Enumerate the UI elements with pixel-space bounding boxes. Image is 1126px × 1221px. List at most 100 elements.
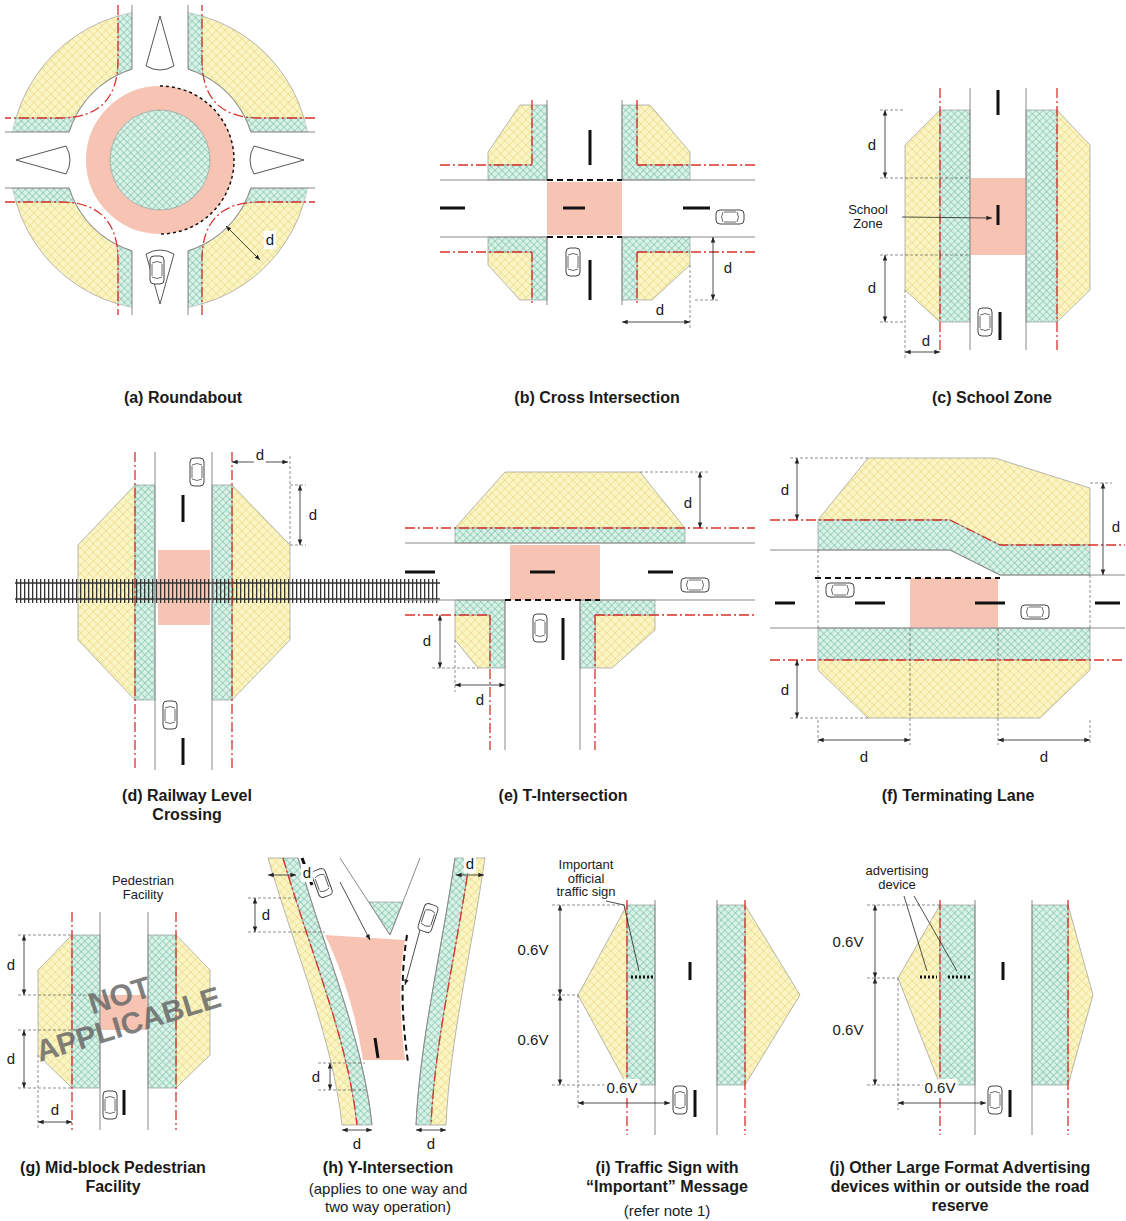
outside-reserve-zone: [637, 252, 690, 300]
dimension-label: d: [49, 1101, 61, 1119]
vehicle-or-island: [103, 1091, 117, 1119]
road-reserve-zone: [369, 902, 403, 935]
outside-reserve-zone: [10, 10, 310, 310]
road-reserve-zone: [940, 110, 970, 322]
road-reserve-zone: [455, 600, 505, 668]
carriageway-edge: [155, 452, 212, 770]
dimension-arrow: [342, 1130, 372, 1131]
road-reserve-zone: [580, 600, 655, 668]
vehicle-or-island: [202, 202, 315, 315]
road-reserve-boundary: [135, 452, 232, 770]
extension-line: [432, 640, 478, 692]
line-marking: [405, 572, 673, 660]
line-marking: [302, 858, 378, 1058]
panel-caption: (b) Cross Intersection: [467, 388, 727, 407]
road-graphic: [770, 458, 1125, 745]
dimension-label: d: [260, 906, 272, 924]
dimension-arrow: [268, 875, 296, 876]
outside-reserve-zone: [488, 252, 532, 300]
dimension-label: d: [858, 748, 870, 766]
vehicle-or-island: [190, 458, 204, 486]
dimension-label: d: [722, 259, 734, 277]
road-graphic: [904, 896, 957, 971]
panel-caption: (i) Traffic Sign with “Important” Messag…: [551, 1158, 783, 1196]
carriageway-edge: [970, 88, 1026, 350]
vehicle-or-island: [5, 202, 118, 315]
road-graphic: [0, 0, 320, 320]
outside-reserve-zone: [818, 660, 1090, 718]
conflict-area: [325, 935, 405, 1060]
callout-label: Important official traffic sign: [551, 858, 621, 899]
dimension-label: d: [5, 1050, 17, 1068]
dimension-arrow: [898, 1103, 986, 1104]
extension-line: [640, 472, 708, 473]
panel-caption: (d) Railway Level Crossing: [112, 786, 262, 824]
dimension-arrow: [455, 685, 505, 686]
carriageway-edge: [655, 900, 717, 1135]
callout-label: School Zone: [840, 203, 896, 230]
dimension-label: d: [779, 481, 791, 499]
outside-reserve-zone: [745, 905, 800, 1085]
extension-line: [290, 456, 306, 545]
outside-reserve-zone: [1057, 110, 1090, 322]
dimension-label: d: [351, 1135, 363, 1153]
road-graphic: [440, 100, 755, 328]
road-reserve-zone: [622, 237, 690, 300]
dimension-label: 0.6V: [516, 1031, 551, 1049]
dimension-label: d: [682, 494, 694, 512]
vehicle-or-island: [5, 5, 118, 118]
dimension-label: d: [866, 279, 878, 297]
road-graphic: [552, 900, 800, 1135]
carriageway-edge: [975, 900, 1032, 1135]
line-marking: [998, 90, 1000, 340]
road-graphic: [160, 86, 234, 234]
outside-reserve-zone: [431, 858, 485, 1125]
road-reserve-zone: [455, 528, 685, 543]
outside-reserve-zone: [898, 905, 940, 1085]
dimension-arrow: [713, 237, 714, 300]
sign-symbol: [631, 976, 654, 979]
caption-note: (refer note 1): [567, 1202, 767, 1220]
dimension-arrow: [560, 995, 561, 1085]
leader-arrow: [340, 882, 370, 940]
callout-label: Pedestrian Facility: [93, 874, 193, 901]
dimension-label: 0.6V: [605, 1079, 640, 1097]
vehicle-or-island: [566, 248, 580, 276]
vehicle-or-island: [1021, 605, 1049, 619]
dimension-arrow: [578, 1103, 670, 1104]
road-reserve-zone: [627, 905, 655, 1085]
vehicle-or-island: [681, 578, 709, 592]
dimension-arrow: [818, 740, 910, 741]
panel-caption: (a) Roundabout: [83, 388, 283, 407]
outside-reserve-zone: [268, 858, 357, 1125]
dimension-label: 0.6V: [923, 1079, 958, 1097]
road-reserve-zone: [940, 905, 975, 1085]
carriageway-edge: [440, 100, 755, 305]
dimension-arrow: [905, 352, 940, 353]
vehicle-or-island: [417, 903, 439, 934]
outside-reserve-zone: [455, 472, 685, 528]
road-reserve-zone: [818, 628, 1090, 660]
road-reserve-zone: [818, 520, 1090, 575]
road-graphic: [15, 452, 440, 770]
dimension-arrow: [560, 905, 561, 995]
line-marking: [440, 130, 710, 300]
vehicle-or-island: [202, 5, 315, 118]
dimension-label: d: [866, 136, 878, 154]
holding-line: [403, 935, 408, 1062]
dimension-arrow: [255, 898, 256, 932]
road-graphic: [98, 98, 222, 222]
road-reserve-zone: [488, 105, 547, 180]
dimension-label: d: [779, 681, 791, 699]
road-reserve-boundary: [940, 900, 1068, 1135]
line-marking: [182, 495, 185, 765]
road-reserve-zone: [488, 237, 547, 300]
dimension-arrow: [1103, 483, 1104, 575]
vehicle-or-island: [146, 16, 174, 70]
road-graphic: [405, 472, 755, 750]
panel-caption: (g) Mid-block Pedestrian Facility: [16, 1158, 210, 1196]
sign-symbol: [920, 976, 970, 979]
outside-reserve-zone: [595, 615, 655, 668]
extension-line: [690, 265, 720, 328]
outside-reserve-zone: [1068, 905, 1093, 1085]
